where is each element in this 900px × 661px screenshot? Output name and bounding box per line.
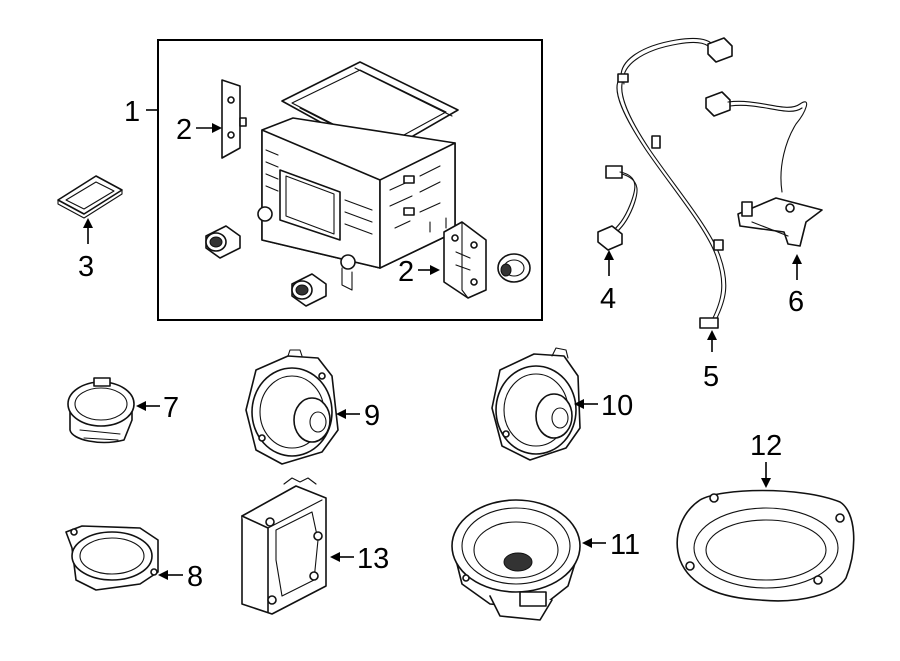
callout-13: 13: [357, 543, 389, 575]
radio-knob-cap[interactable]: [497, 253, 531, 283]
wiring-harness-short[interactable]: [597, 165, 638, 251]
callout-2-lower: 2: [398, 256, 414, 288]
display-pad[interactable]: [57, 175, 123, 219]
arrowhead-10: [574, 399, 584, 409]
callout-7: 7: [163, 392, 179, 424]
radio-head-unit[interactable]: [257, 61, 459, 291]
callout-11: 11: [610, 529, 640, 561]
tweeter-speaker[interactable]: [67, 377, 135, 444]
arrowhead-5: [707, 330, 717, 340]
arrowhead-13: [330, 552, 340, 562]
arrowhead-8: [158, 570, 168, 580]
callout-1: 1: [124, 96, 140, 128]
arrowhead-9: [336, 409, 346, 419]
door-speaker-rear[interactable]: [491, 347, 581, 461]
arrowhead-6: [792, 254, 802, 264]
arrowhead-2b: [430, 265, 440, 275]
callout-4: 4: [600, 283, 616, 315]
callout-8: 8: [187, 561, 203, 593]
mounting-bracket-right[interactable]: [443, 221, 487, 299]
arrowhead-7: [136, 401, 146, 411]
callout-6: 6: [788, 286, 804, 318]
callout-9: 9: [364, 400, 380, 432]
arrowhead-3: [83, 218, 93, 228]
callout-3: 3: [78, 251, 94, 283]
radio-assembly-group-box: [157, 39, 543, 321]
antenna-cable-harness[interactable]: [616, 37, 733, 329]
arrowhead-11: [582, 538, 592, 548]
arrowhead-12: [761, 478, 771, 488]
arrowhead-4: [604, 250, 614, 260]
radio-knob-center[interactable]: [291, 273, 327, 307]
arrowhead-2a: [212, 123, 222, 133]
callout-5: 5: [703, 361, 719, 393]
radio-knob-left[interactable]: [205, 225, 241, 259]
callout-12: 12: [750, 430, 782, 462]
callout-10: 10: [601, 390, 633, 422]
module-bracket-with-harness[interactable]: [705, 91, 823, 247]
audio-amplifier[interactable]: [241, 477, 327, 615]
callout-2-upper: 2: [176, 114, 192, 146]
small-speaker[interactable]: [65, 525, 159, 591]
door-speaker-front[interactable]: [245, 349, 339, 465]
mounting-bracket-left[interactable]: [221, 79, 247, 159]
speaker-spacer-ring[interactable]: [676, 489, 855, 602]
coaxial-speaker[interactable]: [451, 499, 581, 621]
